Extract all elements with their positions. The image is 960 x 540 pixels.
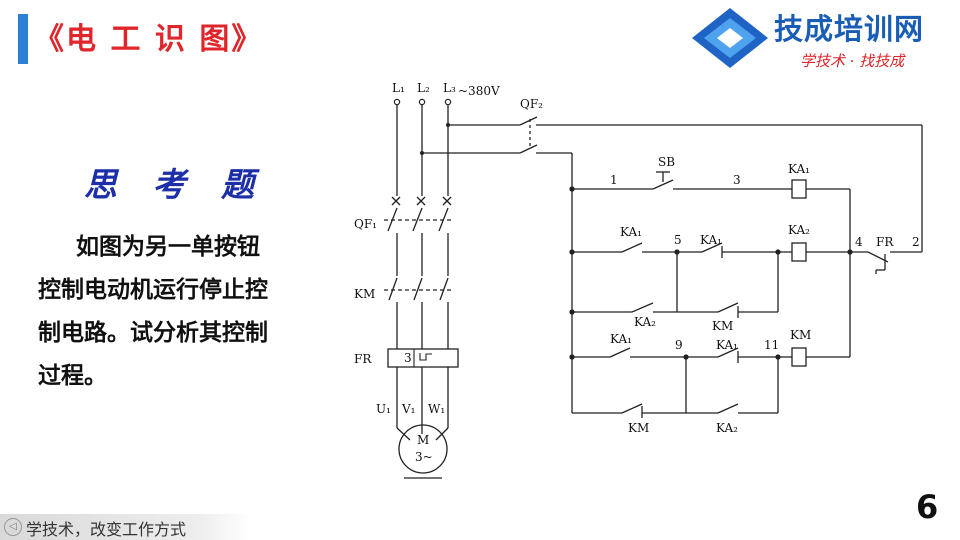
label-voltage: ~380V [458,84,500,98]
label-sb: SB [658,155,675,169]
label-ka1-row4b: KA₁ [716,338,738,352]
terminal-l1 [393,98,401,106]
label-fr-box-number: 3 [404,351,412,365]
brand-logo-icon [692,8,768,68]
label-node-3: 3 [733,173,741,187]
footer-slogan: 学技术，改变工作方式 [26,520,187,539]
label-coil-ka1: KA₁ [788,162,810,176]
circuit-diagram: L₁ L₂ L₃ ~380V QF₂ QF₁ KM FR 3 U₁ V₁ W₁ … [354,81,923,479]
label-l2: L₂ [417,81,430,95]
slide-title: 《电 工 识 图》 [34,22,264,57]
label-km-row3: KM [712,319,733,333]
label-qf2: QF₂ [520,97,543,111]
footer-bar [0,514,250,540]
label-node-11: 11 [764,338,779,352]
label-node-4: 4 [855,235,863,249]
label-km-row5: KM [628,421,649,435]
label-fr-contact: FR [876,235,894,249]
label-v1: V₁ [401,402,415,416]
question-line: 如图为另一单按钮 [76,234,260,260]
label-l1: L₁ [392,81,405,95]
label-ka1-row2a: KA₁ [620,225,642,239]
label-u1: U₁ [376,402,391,416]
question-line: 过程。 [38,363,107,389]
label-ka2-row3: KA₂ [634,315,656,329]
label-node-9: 9 [675,338,683,352]
label-coil-ka2: KA₂ [788,223,810,237]
label-ka2-row5: KA₂ [716,421,738,435]
thermal-element-icon [419,353,432,361]
label-l3: L₃ [443,81,456,95]
label-node-5: 5 [674,233,682,247]
label-node-2: 2 [912,235,920,249]
question-line: 制电路。试分析其控制 [38,320,268,346]
label-fr-main: FR [354,352,372,366]
label-km-main: KM [354,287,375,301]
label-qf1: QF₁ [354,217,377,231]
label-ka1-row2b: KA₁ [700,233,722,247]
label-motor: M [417,433,429,447]
brand-header: 技成培训网 学技术 · 找技成 [690,4,950,74]
brand-slogan: 学技术 · 找技成 [800,52,905,70]
label-coil-km: KM [790,328,811,342]
brand-name: 技成培训网 [774,12,925,46]
question-text: 如图为另一单按钮 控制电动机运行停止控 制电路。试分析其控制 过程。 [38,226,328,398]
back-arrow-icon[interactable]: ◁ [4,518,22,536]
accent-bar [18,14,28,64]
terminal-l2 [418,98,426,106]
page-number: 6 [916,488,939,526]
label-ka1-row4a: KA₁ [610,332,632,346]
question-heading: 思 考 题 [84,165,266,204]
label-w1: W₁ [428,402,445,416]
question-line: 控制电动机运行停止控 [38,277,268,303]
label-motor-phase: 3~ [415,450,433,464]
label-node-1: 1 [610,173,618,187]
terminal-l3 [444,98,452,106]
